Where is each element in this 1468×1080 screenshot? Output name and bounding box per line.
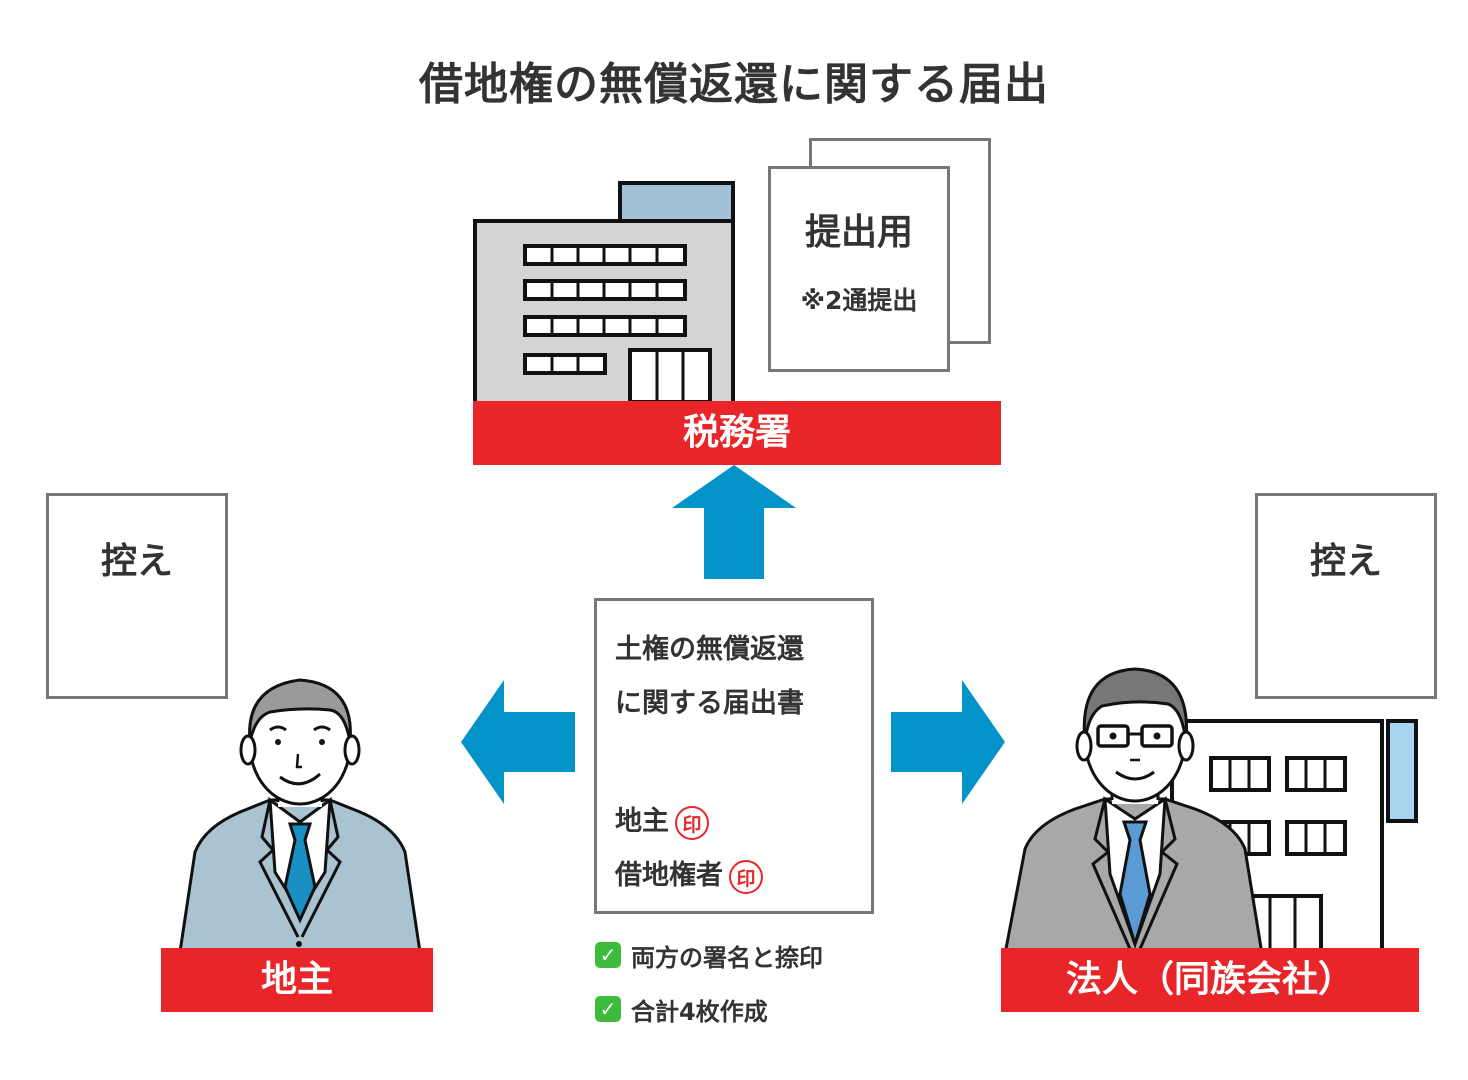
checklist-item-text: 両方の署名と捺印 [631, 943, 823, 972]
page-title: 借地権の無償返還に関する届出 [419, 59, 1049, 110]
landowner-label: 地主 [161, 948, 433, 1012]
checklist: ✓ 両方の署名と捺印 ✓ 合計4枚作成 [595, 938, 823, 1026]
arrow-right-icon [891, 680, 1005, 804]
landowner-person-icon [170, 672, 430, 952]
landowner-copy-label: 控え [100, 541, 173, 582]
seal-stamp-icon: 印 [729, 859, 763, 894]
document-title-line1: 土権の無償返還 [615, 634, 804, 665]
corporation-person-icon [1000, 664, 1270, 954]
checklist-item-text: 合計4枚作成 [631, 997, 768, 1026]
arrow-up-icon [672, 465, 796, 579]
notification-document: 土権の無償返還 に関する届出書 地主印 借地権者印 [594, 598, 874, 914]
checklist-item: ✓ 両方の署名と捺印 [595, 938, 823, 972]
seal-stamp-icon: 印 [675, 805, 709, 840]
submission-doc-heading: 提出用 [804, 212, 913, 253]
arrow-left-icon [461, 680, 575, 804]
corporation-copy-label: 控え [1309, 541, 1382, 582]
signer-leaseholder: 借地権者印 [615, 849, 871, 903]
tax-office-building-icon [472, 180, 738, 404]
document-title-line2: に関する届出書 [615, 688, 804, 719]
tax-office-label: 税務署 [473, 401, 1001, 465]
signer-landowner: 地主印 [615, 795, 871, 849]
check-mark-icon: ✓ [595, 942, 621, 968]
signer-landowner-label: 地主 [615, 806, 669, 837]
landowner-copy-document: 控え [46, 493, 228, 699]
check-mark-icon: ✓ [595, 996, 621, 1022]
submission-document: 提出用 ※2通提出 [768, 166, 950, 372]
signer-leaseholder-label: 借地権者 [615, 860, 723, 891]
corporation-label: 法人（同族会社） [1001, 948, 1419, 1012]
corporation-copy-document: 控え [1255, 493, 1437, 699]
submission-doc-note: ※2通提出 [800, 286, 918, 315]
checklist-item: ✓ 合計4枚作成 [595, 992, 823, 1026]
